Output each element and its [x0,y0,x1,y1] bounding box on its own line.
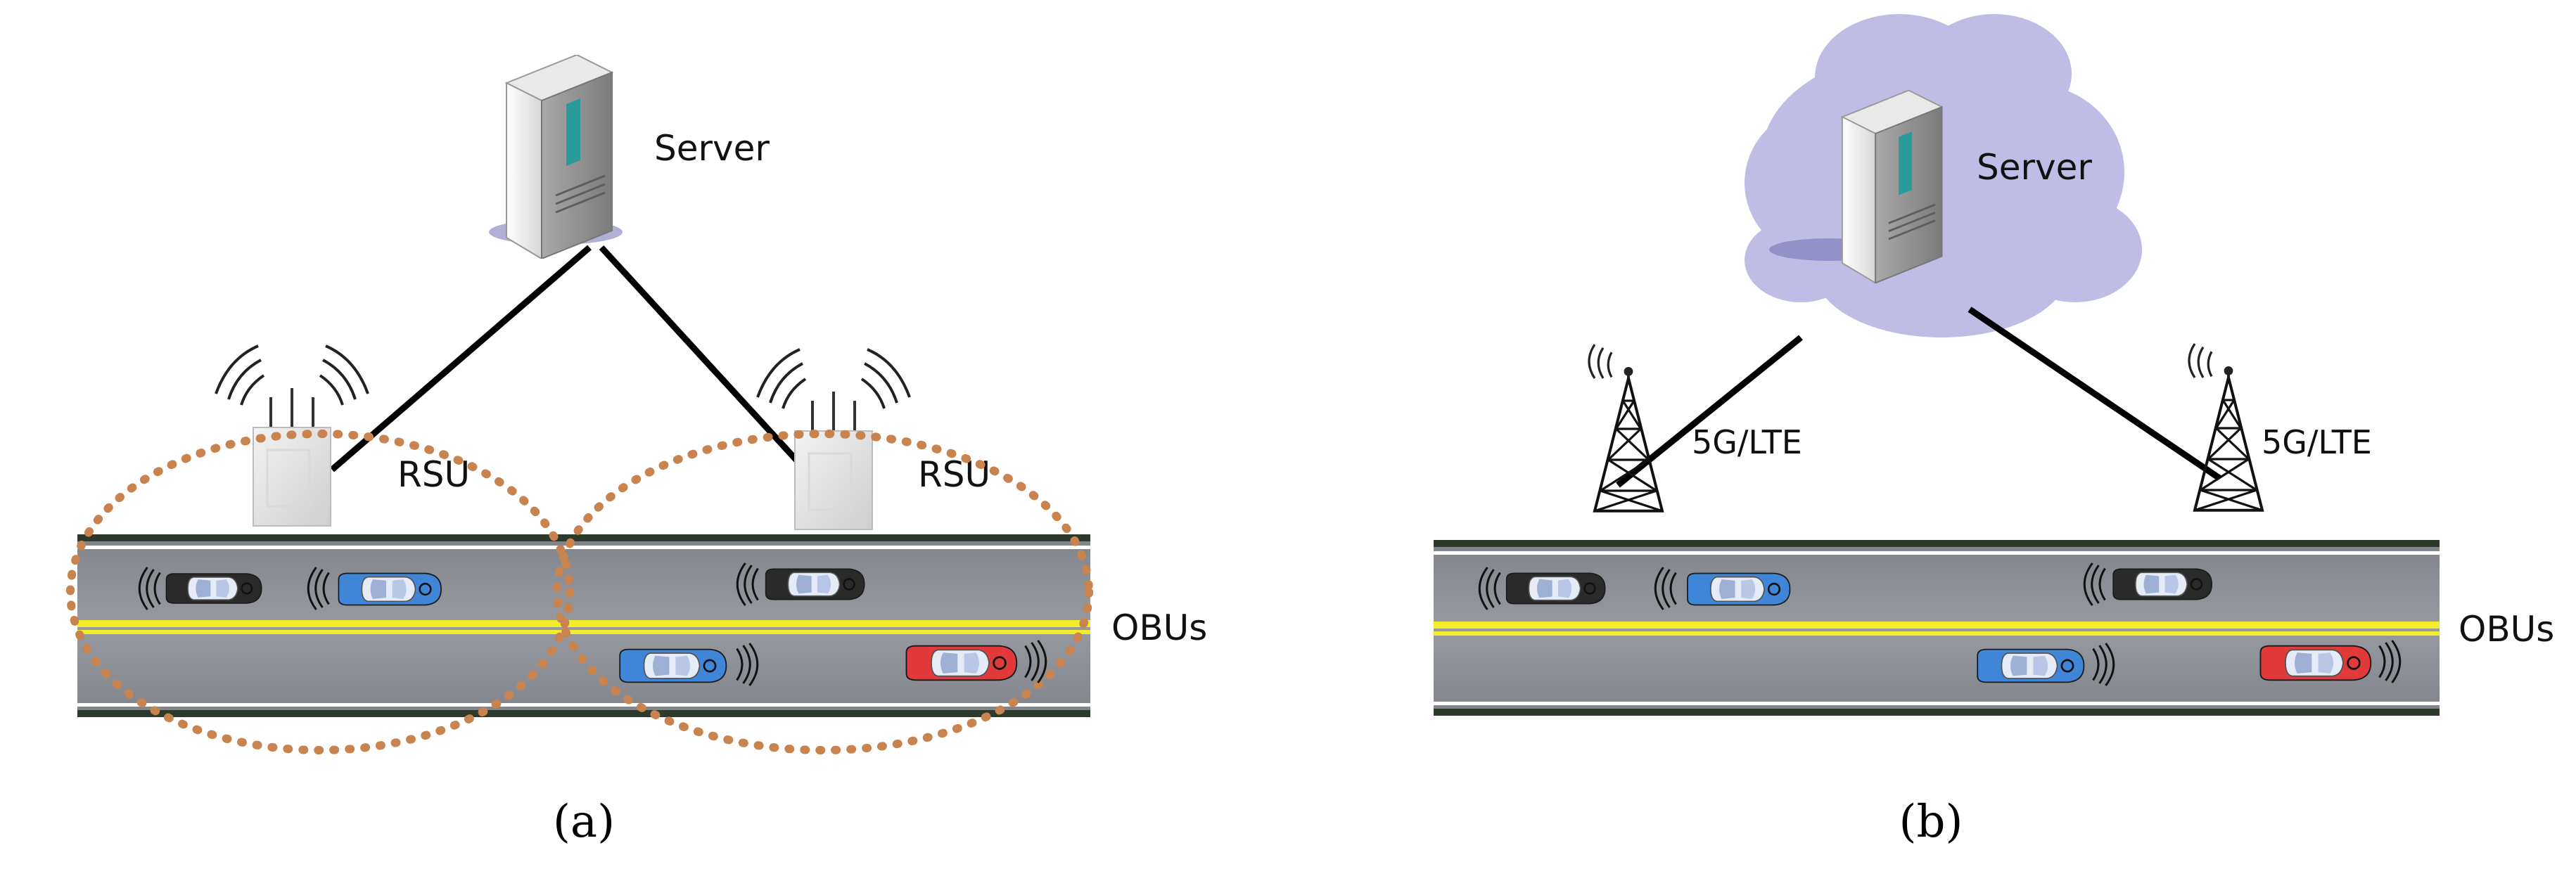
car-icon [165,572,263,605]
car-icon [905,645,1018,681]
car-icon [338,572,442,606]
road [1434,540,2440,716]
link-line [599,245,813,478]
cell-tower-icon [2189,344,2262,510]
road [77,534,1090,717]
car-icon [765,568,865,600]
coverage-ring [66,430,574,754]
panel-b: Server 5G/LTE 5G/LTE OBUs (b) [1434,14,2554,848]
cell-tower-icon [1589,345,1662,511]
car-icon [1686,572,1791,606]
coverage-ring [553,430,1093,754]
car-icon [1976,648,2085,683]
car-icon [2259,645,2372,681]
panel-a: Server RSU RSU OBUs (a) [66,55,1207,848]
server-icon [505,55,613,259]
tower-label: 5G/LTE [2262,423,2372,461]
server-label: Server [654,128,770,169]
panel-caption: (b) [1899,796,1963,848]
obus-label: OBUs [2459,609,2554,650]
car-icon [618,648,727,683]
obus-label: OBUs [1111,607,1207,648]
car-icon [1505,572,1606,605]
server-icon [1841,90,1943,283]
panel-caption: (a) [553,796,615,848]
tower-label: 5G/LTE [1692,423,1802,461]
server-label: Server [1977,147,2092,188]
car-icon [2112,568,2213,600]
link-line [1968,307,2221,481]
link-line [330,245,592,472]
